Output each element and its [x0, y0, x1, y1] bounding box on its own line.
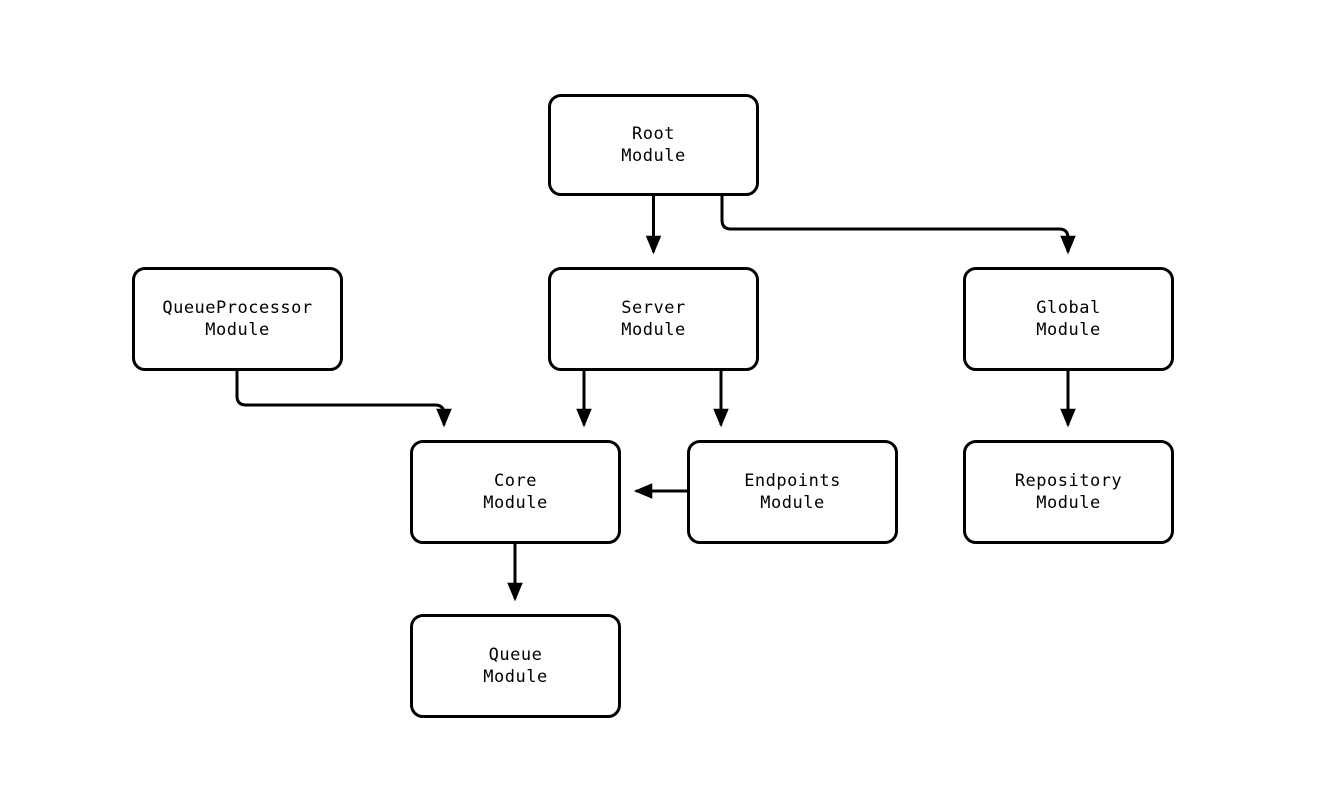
node-root-module-line2: Module [621, 146, 686, 166]
node-server-module-line2: Module [621, 320, 686, 340]
edge-root-to-global [720, 196, 1076, 255]
node-root-module-line1: Root [632, 124, 675, 144]
node-server-module-line1: Server [621, 298, 686, 318]
node-global-module-line1: Global [1036, 298, 1101, 318]
node-core-module[interactable]: Core Module [410, 440, 621, 544]
node-root-module[interactable]: Root Module [548, 94, 759, 196]
node-endpoints-module-line1: Endpoints [744, 471, 841, 491]
node-endpoints-module[interactable]: Endpoints Module [687, 440, 898, 544]
node-queueprocessor-module[interactable]: QueueProcessor Module [132, 267, 343, 371]
node-core-module-line2: Module [483, 493, 548, 513]
node-repository-module-line1: Repository [1014, 471, 1123, 491]
node-global-module-line2: Module [1036, 320, 1101, 340]
node-repository-module-line2: Module [1036, 493, 1101, 513]
node-queueprocessor-module-line2: Module [205, 320, 270, 340]
node-queueprocessor-module-line1: QueueProcessor [162, 298, 313, 318]
node-queue-module-line1: Queue [488, 645, 543, 665]
node-repository-module[interactable]: Repository Module [963, 440, 1174, 544]
node-queue-module-line2: Module [483, 667, 548, 687]
node-core-module-line1: Core [494, 471, 537, 491]
node-endpoints-module-line2: Module [760, 493, 825, 513]
edge-queueprocessor-to-core [235, 371, 452, 428]
node-global-module[interactable]: Global Module [963, 267, 1174, 371]
node-queue-module[interactable]: Queue Module [410, 614, 621, 718]
node-server-module[interactable]: Server Module [548, 267, 759, 371]
